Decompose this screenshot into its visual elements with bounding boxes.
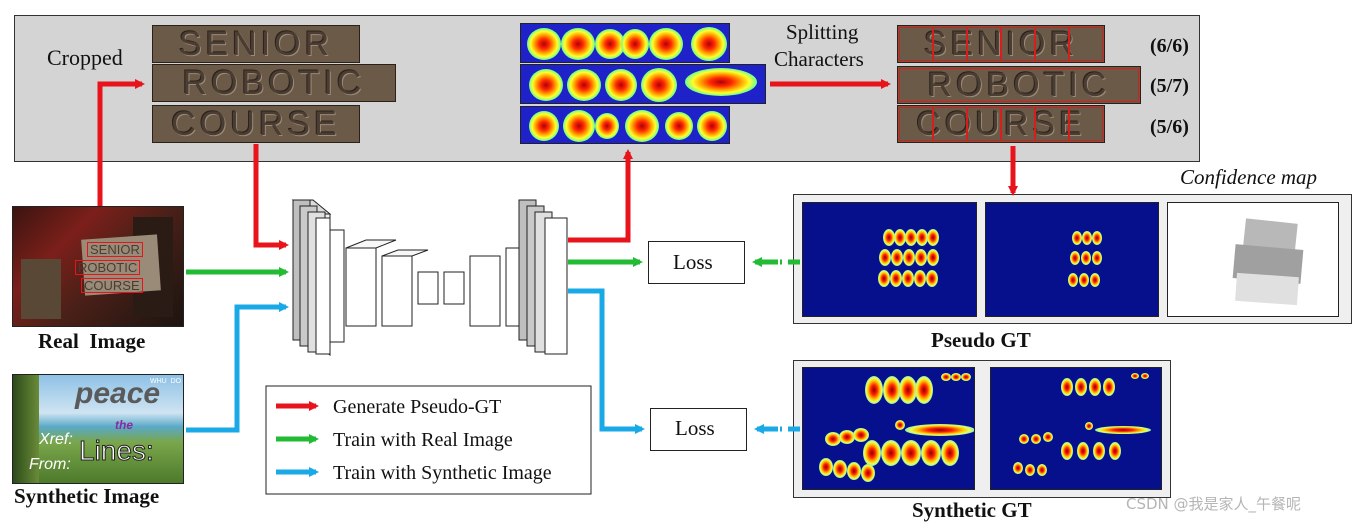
loss-label-top: Loss <box>673 250 713 274</box>
split-word-robotic: ROBOTIC <box>897 66 1141 104</box>
synthetic-word-corner: WHU DO <box>150 378 182 385</box>
pseudo-gt-map-1 <box>802 202 977 317</box>
loss-box-top <box>648 241 745 284</box>
cropped-word-text: COURSE <box>171 105 341 143</box>
label-characters: Characters <box>774 47 864 71</box>
real-image-word-3: COURSE <box>81 278 143 293</box>
synthetic-gt-map-2 <box>990 367 1162 490</box>
red-arrows <box>97 79 1018 250</box>
split-word-text: SENIOR <box>923 25 1079 63</box>
heatmap-row-2 <box>520 64 766 104</box>
label-synthetic-gt: Synthetic GT <box>912 498 1032 522</box>
cropped-word-text: SENIOR <box>178 25 334 63</box>
cropped-word-senior: SENIOR <box>152 25 360 63</box>
watermark: CSDN @我是家人_午餐呢 <box>1126 495 1302 513</box>
synthetic-word-from: From: <box>29 456 71 473</box>
real-image-word-1: SENIOR <box>87 242 143 257</box>
cropped-word-text: ROBOTIC <box>182 64 366 102</box>
pseudo-gt-map-2 <box>985 202 1159 317</box>
split-word-text: ROBOTIC <box>927 66 1111 104</box>
synthetic-image: peace WHU DO the Xref: Lines: From: <box>12 374 184 484</box>
heatmap-row-3 <box>520 106 730 144</box>
split-word-senior: SENIOR <box>897 25 1105 63</box>
network-decoder <box>518 199 568 355</box>
legend-label-real: Train with Real Image <box>333 429 513 451</box>
pseudo-gt-map-3 <box>1167 202 1339 317</box>
ratio-robotic: (5/7) <box>1150 75 1189 97</box>
blue-arrows <box>186 288 800 434</box>
label-splitting: Splitting <box>786 20 859 44</box>
loss-label-bottom: Loss <box>675 416 715 440</box>
split-word-text: COURSE <box>916 105 1086 143</box>
split-word-course: COURSE <box>897 105 1105 143</box>
cropped-word-course: COURSE <box>152 105 360 143</box>
real-image: SENIOR ROBOTIC COURSE <box>12 206 184 327</box>
label-real-image: Real Image <box>38 329 146 353</box>
legend-label-generate: Generate Pseudo-GT <box>333 396 501 418</box>
legend-label-synthetic: Train with Synthetic Image <box>333 462 552 484</box>
synthetic-word-lines: Lines: <box>79 435 155 466</box>
ratio-course: (5/6) <box>1150 116 1189 138</box>
synthetic-gt-map-1 <box>802 367 975 490</box>
heatmap-row-1 <box>520 23 730 63</box>
network-encoder <box>291 199 537 356</box>
loss-box-bottom <box>650 408 747 451</box>
cropped-word-robotic: ROBOTIC <box>152 64 396 102</box>
legend-box <box>265 385 592 495</box>
legend: Generate Pseudo-GT Train with Real Image… <box>265 385 592 495</box>
label-synthetic-image: Synthetic Image <box>14 484 160 508</box>
synthetic-word-peace: peace <box>75 377 161 410</box>
green-arrows <box>186 257 800 277</box>
synthetic-word-the: the <box>115 418 133 432</box>
real-image-word-2: ROBOTIC <box>75 260 141 275</box>
label-confidence-map: Confidence map <box>1180 165 1318 189</box>
ratio-senior: (6/6) <box>1150 35 1189 57</box>
synthetic-word-xref: Xref: <box>39 431 73 448</box>
label-cropped: Cropped <box>47 45 123 70</box>
label-pseudo-gt: Pseudo GT <box>931 328 1031 352</box>
